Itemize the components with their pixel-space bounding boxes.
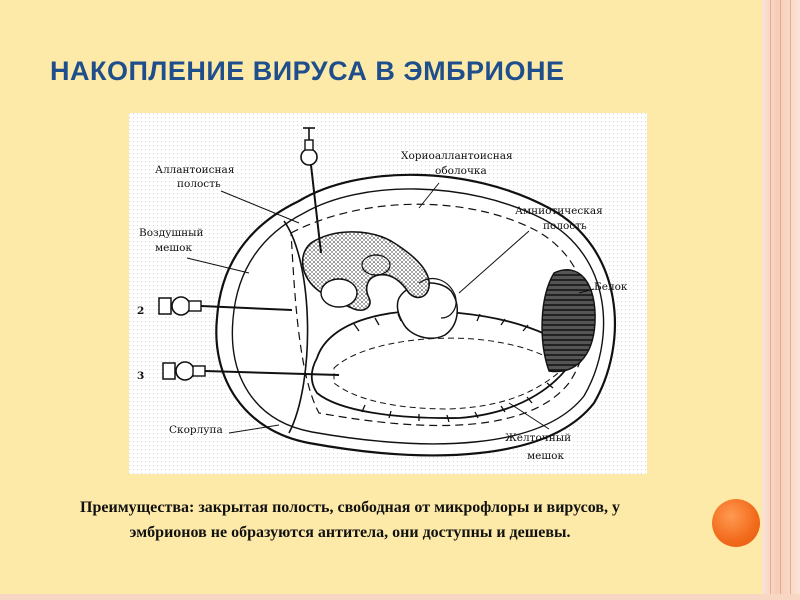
egg-diagram: Аллантоисная полость Хориоаллантоисная о…	[129, 113, 647, 474]
bottom-border-stripe	[0, 594, 800, 600]
embryo-head	[362, 255, 390, 275]
label-air-sac: Воздушный	[139, 227, 204, 239]
border-line	[780, 0, 781, 600]
label-allantoic-cavity: Аллантоисная	[155, 164, 235, 176]
label-shell: Скорлупа	[169, 424, 223, 436]
label-chorioallantoic-membrane: Хориоаллантоисная	[401, 150, 513, 162]
label-yolk-sac: Желточный	[505, 432, 571, 444]
label-syringe-3: 3	[137, 370, 144, 382]
allantoic-sac	[321, 279, 357, 307]
border-line	[770, 0, 771, 600]
border-line	[790, 0, 791, 600]
label-air-sac-2: мешок	[155, 242, 192, 254]
label-amniotic-cavity-2: полость	[543, 220, 587, 232]
label-yolk-sac-2: мешок	[527, 450, 564, 462]
label-syringe-2: 2	[137, 305, 144, 317]
label-allantoic-cavity-2: полость	[177, 178, 221, 190]
decorative-orange-circle	[712, 499, 760, 547]
advantages-caption: Преимущества: закрытая полость, свободна…	[40, 496, 660, 546]
label-chorioallantoic-membrane-2: оболочка	[435, 165, 487, 177]
slide-title: НАКОПЛЕНИЕ ВИРУСА В ЭМБРИОНЕ	[50, 56, 564, 87]
right-border-stripe	[762, 0, 800, 600]
label-amniotic-cavity: Амниотическая	[515, 205, 603, 217]
label-albumen: Белок	[594, 281, 628, 293]
